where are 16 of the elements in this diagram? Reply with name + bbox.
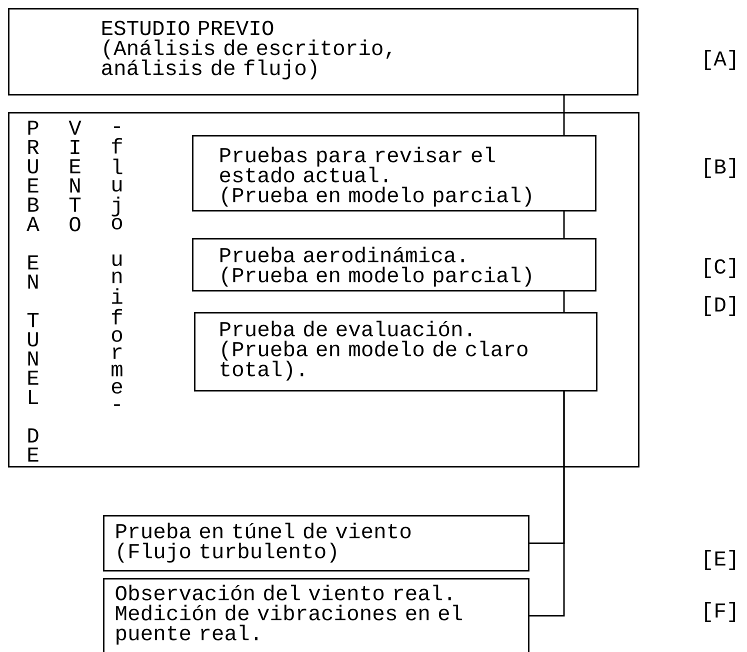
- process-box: Prueba aerodinámica. (Prueba en modelo parcial): [192, 238, 596, 292]
- process-box: Prueba en túnel de viento (Flujo turbulento): [103, 515, 530, 572]
- process-box: Observación del viento real. Medición de vibraciones en el puente real.: [103, 578, 530, 652]
- callout-label: [A]: [705, 50, 735, 70]
- callout-label: [E]: [705, 550, 735, 570]
- callout-label: [B]: [705, 158, 735, 178]
- connector-line: [563, 95, 565, 135]
- connector-line: [529, 391, 565, 616]
- process-box: Pruebas para revisar el estado actual. (Prueba en modelo parcial): [192, 135, 596, 212]
- connector-line: [563, 291, 565, 312]
- callout-label: [F]: [705, 602, 735, 622]
- callout-label: [D]: [705, 296, 735, 316]
- process-box: Prueba de evaluación. (Prueba en modelo de claro total).: [194, 312, 598, 392]
- callout-label: [C]: [705, 258, 735, 278]
- process-box: ESTUDIO PREVIO (Análisis de escritorio, análisis de flujo): [8, 8, 638, 96]
- connector-line: [563, 211, 565, 238]
